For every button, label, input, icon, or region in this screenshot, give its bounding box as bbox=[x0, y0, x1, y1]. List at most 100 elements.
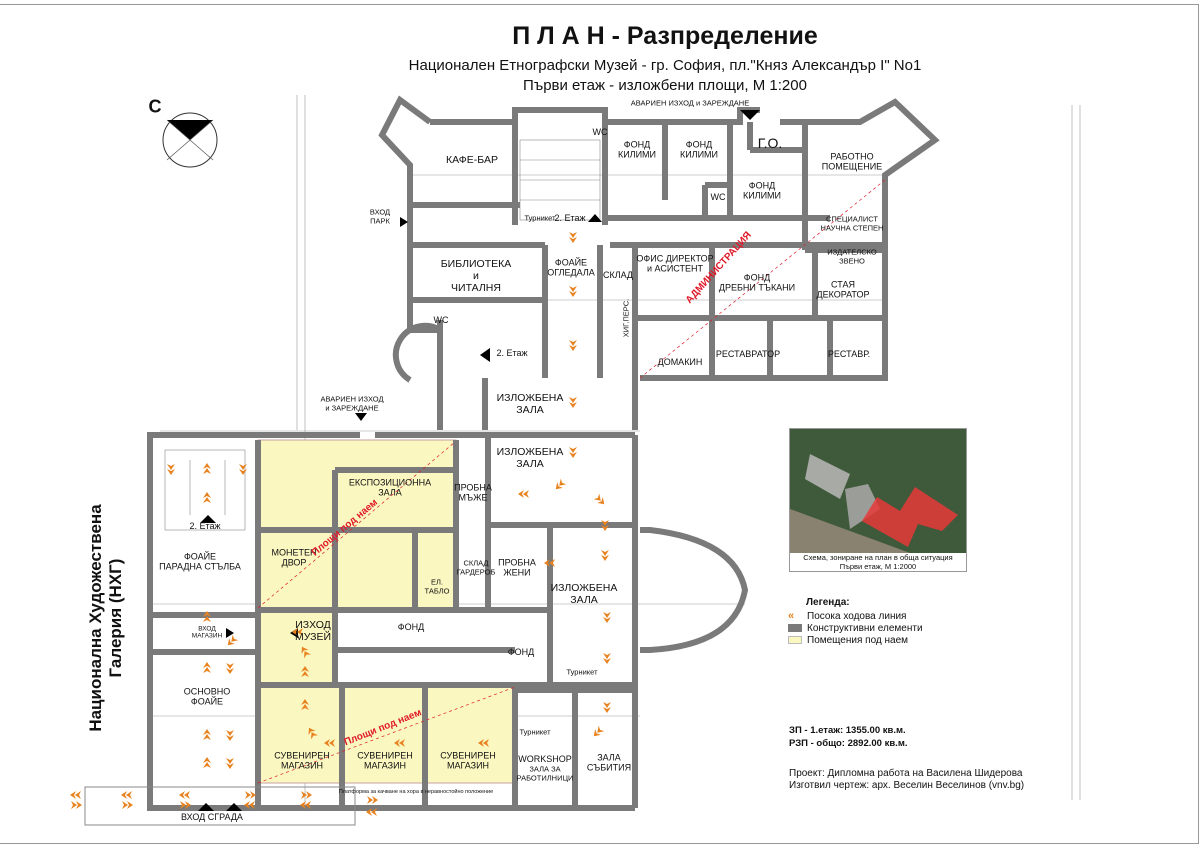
arrow-icon: « bbox=[788, 610, 795, 622]
page-subtitle-floor: Първи етаж - изложбени площи, М 1:200 bbox=[523, 77, 807, 94]
room-label: СУВЕНИРЕН МАГАЗИН bbox=[357, 750, 413, 771]
room-label: СКЛАД ГАРДЕРОБ bbox=[456, 558, 496, 576]
direction-arrow-icon bbox=[603, 612, 611, 623]
room-label: ЗАЛА ЗА РАБОТИЛНИЦИ bbox=[516, 764, 574, 782]
direction-arrow-icon bbox=[203, 492, 211, 503]
entrance-shop-label: ВХОД МАГАЗИН bbox=[191, 625, 223, 640]
direction-arrow-icon bbox=[324, 739, 335, 747]
direction-arrow-icon bbox=[569, 286, 577, 297]
building-zone-highlight bbox=[862, 487, 958, 547]
direction-arrow-icon bbox=[301, 666, 309, 677]
direction-arrow-icon bbox=[601, 550, 609, 561]
built-area: ЗП - 1.етаж: 1355.00 кв.м. bbox=[789, 725, 906, 736]
direction-arrow-icon bbox=[394, 739, 405, 747]
rented-swatch bbox=[788, 636, 802, 644]
room-label: СКЛАД bbox=[602, 269, 634, 280]
direction-arrow-icon bbox=[569, 340, 577, 351]
direction-arrow-icon bbox=[301, 791, 312, 799]
room-label: ХИГ.ПЕРС. bbox=[621, 298, 631, 338]
north-compass-icon bbox=[162, 112, 218, 168]
room-label: WORKSHOP bbox=[518, 753, 572, 764]
room-label: ИЗДАТЕЛСКО ЗВЕНО bbox=[827, 247, 877, 265]
room-label: МОНЕТЕН ДВОР bbox=[271, 547, 317, 568]
area-stats: ЗП - 1.етаж: 1355.00 кв.м. РЗП - общо: 2… bbox=[789, 724, 907, 750]
room-label: ЗАЛА СЪБИТИЯ bbox=[586, 752, 632, 773]
room-label: ФОАЙЕ ОГЛЕДАЛА bbox=[547, 257, 595, 278]
direction-arrow-icon bbox=[301, 646, 311, 659]
direction-arrow-icon bbox=[226, 663, 234, 674]
direction-arrow-icon bbox=[226, 730, 234, 741]
floor2-label: 2. Етаж bbox=[189, 520, 221, 531]
direction-arrow-icon bbox=[203, 611, 211, 622]
turnstile-label: Турникет bbox=[519, 727, 551, 737]
room-label: ПРОБНА ЖЕНИ bbox=[498, 557, 536, 578]
emergency-exit-label: АВАРИЕН ИЗХОД и ЗАРЕЖДАНЕ bbox=[320, 394, 384, 412]
direction-arrow-icon bbox=[308, 727, 318, 740]
room-label: КАФЕ-БАР bbox=[446, 153, 498, 166]
structural-walls bbox=[147, 95, 940, 811]
direction-arrow-icon bbox=[180, 801, 191, 809]
direction-arrow-icon bbox=[603, 702, 611, 713]
page-title: П Л А Н - Разпределение bbox=[512, 22, 818, 50]
direction-arrow-icon bbox=[292, 628, 303, 636]
entrance-park-label: ВХОД ПАРК bbox=[369, 207, 391, 225]
room-label: ФОНД КИЛИМИ bbox=[742, 180, 782, 201]
room-label: ДОМАКИН bbox=[657, 356, 703, 367]
room-label: ИЗХОД МУЗЕЙ bbox=[294, 618, 332, 643]
room-label: ЕКСПОЗИЦИОННА ЗАЛА bbox=[348, 477, 432, 498]
room-label: РЕСТАВРАТОР bbox=[715, 348, 781, 359]
direction-arrow-icon bbox=[544, 559, 555, 567]
room-label: БИБЛИОТЕКА и ЧИТАЛНЯ bbox=[440, 257, 512, 295]
direction-arrow-icon bbox=[122, 801, 133, 809]
direction-arrow-icon bbox=[555, 478, 567, 490]
neighbor-building-label: Национална Художествена Галерия (НХГ) bbox=[86, 504, 125, 732]
direction-arrow-icon bbox=[244, 801, 255, 809]
drawing-credit: Изготвил чертеж: арх. Веселин Веселинов … bbox=[789, 780, 1025, 791]
direction-arrow-icon bbox=[367, 796, 378, 804]
entrance-steps bbox=[84, 786, 356, 826]
turnstile-label: Турникет bbox=[566, 667, 598, 677]
room-label: WC bbox=[433, 314, 449, 325]
room-label: СПЕЦИАЛИСТ НАУЧНА СТЕПЕН bbox=[820, 214, 884, 232]
direction-arrow-icon bbox=[569, 447, 577, 458]
page-subtitle: Национален Етнографски Музей - гр. София… bbox=[408, 57, 922, 74]
room-label: ИЗЛОЖБЕНА ЗАЛА bbox=[550, 581, 618, 606]
direction-arrow-icon bbox=[569, 397, 577, 408]
direction-triangles bbox=[198, 110, 760, 811]
entrance-building-label: ВХОД СГРАДА bbox=[181, 811, 243, 822]
direction-arrow-icon bbox=[71, 801, 82, 809]
direction-arrow-icon bbox=[203, 463, 211, 474]
room-label: ИЗЛОЖБЕНА ЗАЛА bbox=[496, 391, 564, 416]
credits: Проект: Дипломна работа на Василена Шиде… bbox=[789, 768, 1024, 792]
room-label: Г.О. bbox=[757, 134, 783, 151]
wall-swatch bbox=[788, 624, 802, 632]
direction-arrow-icon bbox=[226, 758, 234, 769]
direction-arrow-icon bbox=[203, 757, 211, 768]
direction-arrow-icon bbox=[203, 729, 211, 740]
emergency-exit-label: АВАРИЕН ИЗХОД и ЗАРЕЖДАНЕ bbox=[630, 98, 750, 108]
legend-item-arrow: «Посока ходова линия bbox=[788, 610, 907, 622]
legend-item-walls: Конструктивни елементи bbox=[788, 622, 923, 634]
room-label: ЕЛ. ТАБЛО bbox=[424, 577, 450, 595]
room-label: СТАЯ ДЕКОРАТОР bbox=[816, 279, 870, 300]
room-label: СУВЕНИРЕН МАГАЗИН bbox=[440, 750, 496, 771]
direction-arrow-icon bbox=[167, 464, 175, 475]
legend-title: Легенда: bbox=[806, 597, 850, 608]
site-map-caption: Схема, зониране на план в обща ситуация … bbox=[803, 553, 953, 571]
room-label: ФОАЙЕ ПАРАДНА СТЪЛБА bbox=[159, 551, 241, 572]
floor2-label: 2. Етаж bbox=[496, 347, 528, 358]
direction-arrow-icon bbox=[245, 791, 256, 799]
sheet-frame bbox=[0, 4, 1199, 844]
legend-item-rented: Помещения под наем bbox=[788, 634, 923, 646]
room-label: WC bbox=[592, 126, 608, 137]
walking-direction-arrows bbox=[70, 232, 611, 816]
room-label: ФОНД КИЛИМИ bbox=[617, 139, 657, 160]
legend: Легенда: «Посока ходова линия Конструкти… bbox=[788, 597, 923, 646]
direction-arrow-icon bbox=[593, 493, 605, 505]
room-label: ИЗЛОЖБЕНА ЗАЛА bbox=[496, 445, 564, 470]
direction-arrow-icon bbox=[301, 699, 309, 710]
staircase bbox=[164, 139, 601, 531]
room-label: ПРОБНА МЪЖЕ bbox=[454, 482, 492, 503]
direction-arrow-icon bbox=[569, 232, 577, 243]
